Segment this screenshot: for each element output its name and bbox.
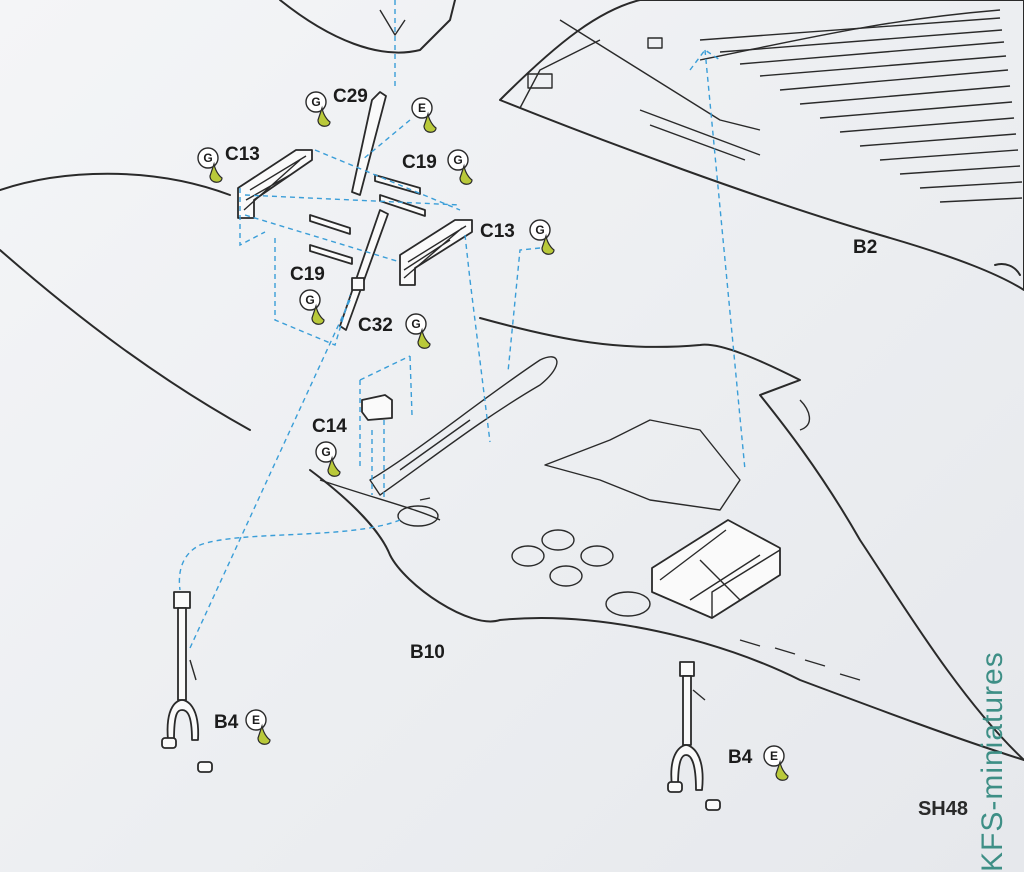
label-c19-left: C19	[290, 264, 325, 285]
badge-c19-right: G	[453, 153, 462, 167]
top-part-edge	[279, 0, 456, 54]
watermark-text: KFS-miniatures	[976, 651, 1009, 872]
badge-b4-left: E	[252, 713, 260, 727]
label-c29: C29	[333, 86, 368, 107]
badge-c13-left: G	[203, 151, 212, 165]
upper-wing-b2	[499, 0, 1024, 291]
label-b4-right: B4	[728, 747, 753, 768]
label-c32: C32	[358, 315, 393, 336]
badge-c19-left: G	[305, 293, 314, 307]
badge-c32: G	[411, 317, 420, 331]
exploded-gear-frame	[237, 91, 473, 421]
gear-leg-left	[161, 591, 213, 773]
gear-leg-right	[667, 661, 721, 811]
label-c19-right: C19	[402, 152, 437, 173]
lower-wing-b10	[0, 172, 1024, 761]
label-c13-right: C13	[480, 221, 515, 242]
badge-b4-right: E	[770, 749, 778, 763]
label-b2: B2	[853, 237, 877, 258]
corner-code: SH48	[917, 798, 968, 820]
label-b4-left: B4	[214, 712, 239, 733]
installed-gear-frame	[651, 519, 781, 619]
wing-ribs	[699, 17, 1023, 203]
badge-e-top: E	[418, 101, 426, 115]
badge-c13-right: G	[535, 223, 544, 237]
badge-c14: G	[321, 445, 330, 459]
label-b10: B10	[410, 642, 445, 663]
part-labels: G C29 E G C13 C19 G C13 G C19 G C32 G C1…	[197, 86, 877, 781]
label-c13-left: C13	[225, 144, 260, 165]
assembly-guides	[178, 0, 746, 649]
badge-c29: G	[311, 95, 320, 109]
label-c14: C14	[312, 416, 347, 437]
